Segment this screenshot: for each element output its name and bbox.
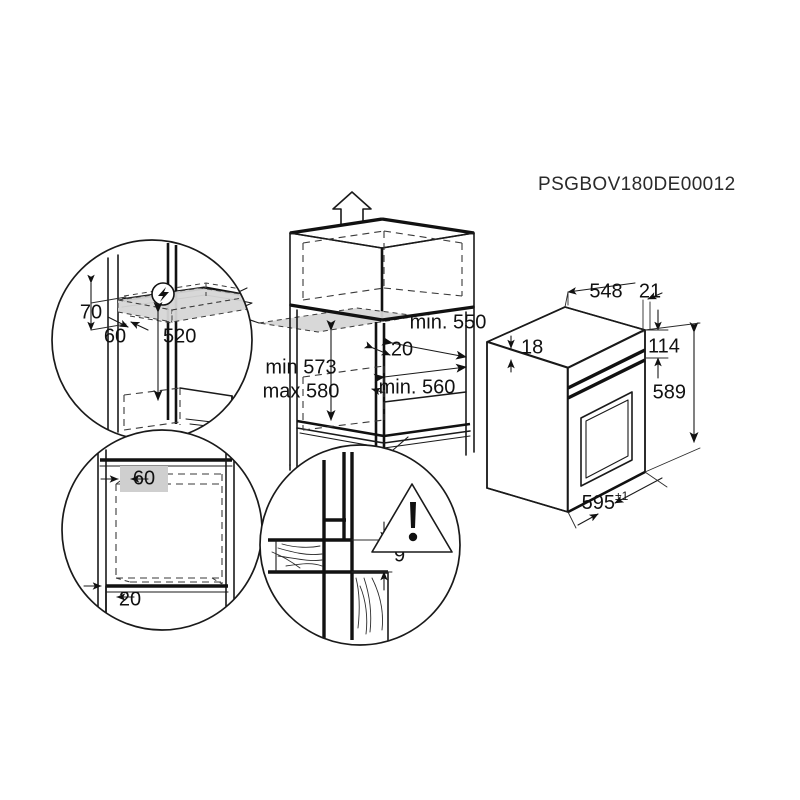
drawing-code-label: PSGBOV180DE00012	[538, 174, 736, 195]
detail-worktop-thickness: 9	[259, 444, 461, 646]
dim-max-580: max 580	[263, 380, 340, 402]
oven-door-glass	[580, 391, 633, 487]
warning-triangle-icon	[371, 483, 453, 553]
dim-9: 9	[394, 544, 405, 566]
dim-589: 589	[653, 381, 686, 403]
lightning-bolt-icon	[151, 282, 175, 306]
cabinet-niche-group: min 573 max 580 min. 550 20 min. 560	[258, 191, 487, 472]
dim-min-550: min. 550	[410, 311, 487, 333]
dim-70: 70	[80, 301, 102, 323]
dim-min-573: min 573	[265, 356, 336, 378]
dim-595-value: 595	[582, 492, 615, 514]
dim-20-bottom: 20	[119, 588, 141, 610]
electrical-zone-highlight	[258, 307, 419, 333]
dim-595: 595±1	[582, 489, 629, 514]
dim-60-top: 60	[104, 325, 126, 347]
dim-520: 520	[163, 325, 196, 347]
dim-60-bottom: 60	[133, 467, 155, 489]
dim-114: 114	[648, 335, 680, 357]
detail-rear-clearance: 60 20	[61, 429, 263, 631]
oven-appliance-group: 548 21 18 114 589	[486, 280, 701, 529]
dim-548: 548	[589, 280, 622, 302]
dim-20-niche: 20	[391, 338, 413, 360]
dim-21: 21	[639, 280, 661, 302]
dim-595-tolerance: ±1	[615, 489, 629, 503]
dim-min-560: min. 560	[379, 376, 456, 398]
detail-electrical-zone: 70 60 520	[51, 239, 253, 441]
detail-circle-outline-bottom-center	[259, 444, 461, 646]
dim-18: 18	[521, 336, 543, 358]
